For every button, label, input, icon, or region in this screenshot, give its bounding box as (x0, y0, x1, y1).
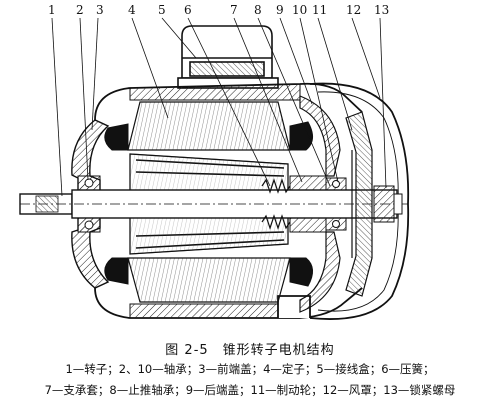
callout-1: 1 (48, 3, 56, 17)
callout-11: 11 (312, 3, 327, 17)
rear-bearings (325, 177, 347, 231)
callout-9: 9 (276, 3, 284, 17)
legend-line-2: 7—支承套；8—止推轴承；9—后端盖；11—制动轮；12—风罩；13—锁紧螺母 (44, 383, 456, 397)
stator-windings (104, 121, 313, 287)
figure-caption: 图 2-5 锥形转子电机结构 (0, 339, 500, 358)
motor-cross-section-drawing: 1 2 3 4 5 6 7 8 9 10 11 12 13 (19, 3, 410, 320)
leader-lines (51, 17, 387, 197)
callout-12: 12 (346, 3, 361, 17)
callout-10: 10 (292, 3, 307, 17)
callout-13: 13 (374, 3, 389, 17)
callout-numbers: 1 2 3 4 5 6 7 8 9 10 11 12 13 (48, 3, 389, 17)
figure-title: 锥形转子电机结构 (222, 343, 335, 358)
callout-2: 2 (76, 3, 84, 17)
terminal-box (177, 25, 279, 89)
figure-number: 图 2-5 (165, 343, 209, 358)
legend-line-1: 1—转子；2、10—轴承；3—前端盖；4—定子；5—接线盒；6—压簧； (65, 362, 435, 376)
support-sleeve-and-spring (261, 175, 327, 233)
callout-7: 7 (230, 3, 238, 17)
lock-nut (373, 185, 403, 223)
stator (127, 101, 291, 303)
callout-5: 5 (158, 3, 166, 17)
callout-3: 3 (96, 3, 104, 17)
front-bearing (77, 175, 101, 233)
callout-6: 6 (184, 3, 192, 17)
brake-wheel (345, 111, 373, 297)
callout-8: 8 (254, 3, 262, 17)
callout-4: 4 (128, 3, 136, 17)
